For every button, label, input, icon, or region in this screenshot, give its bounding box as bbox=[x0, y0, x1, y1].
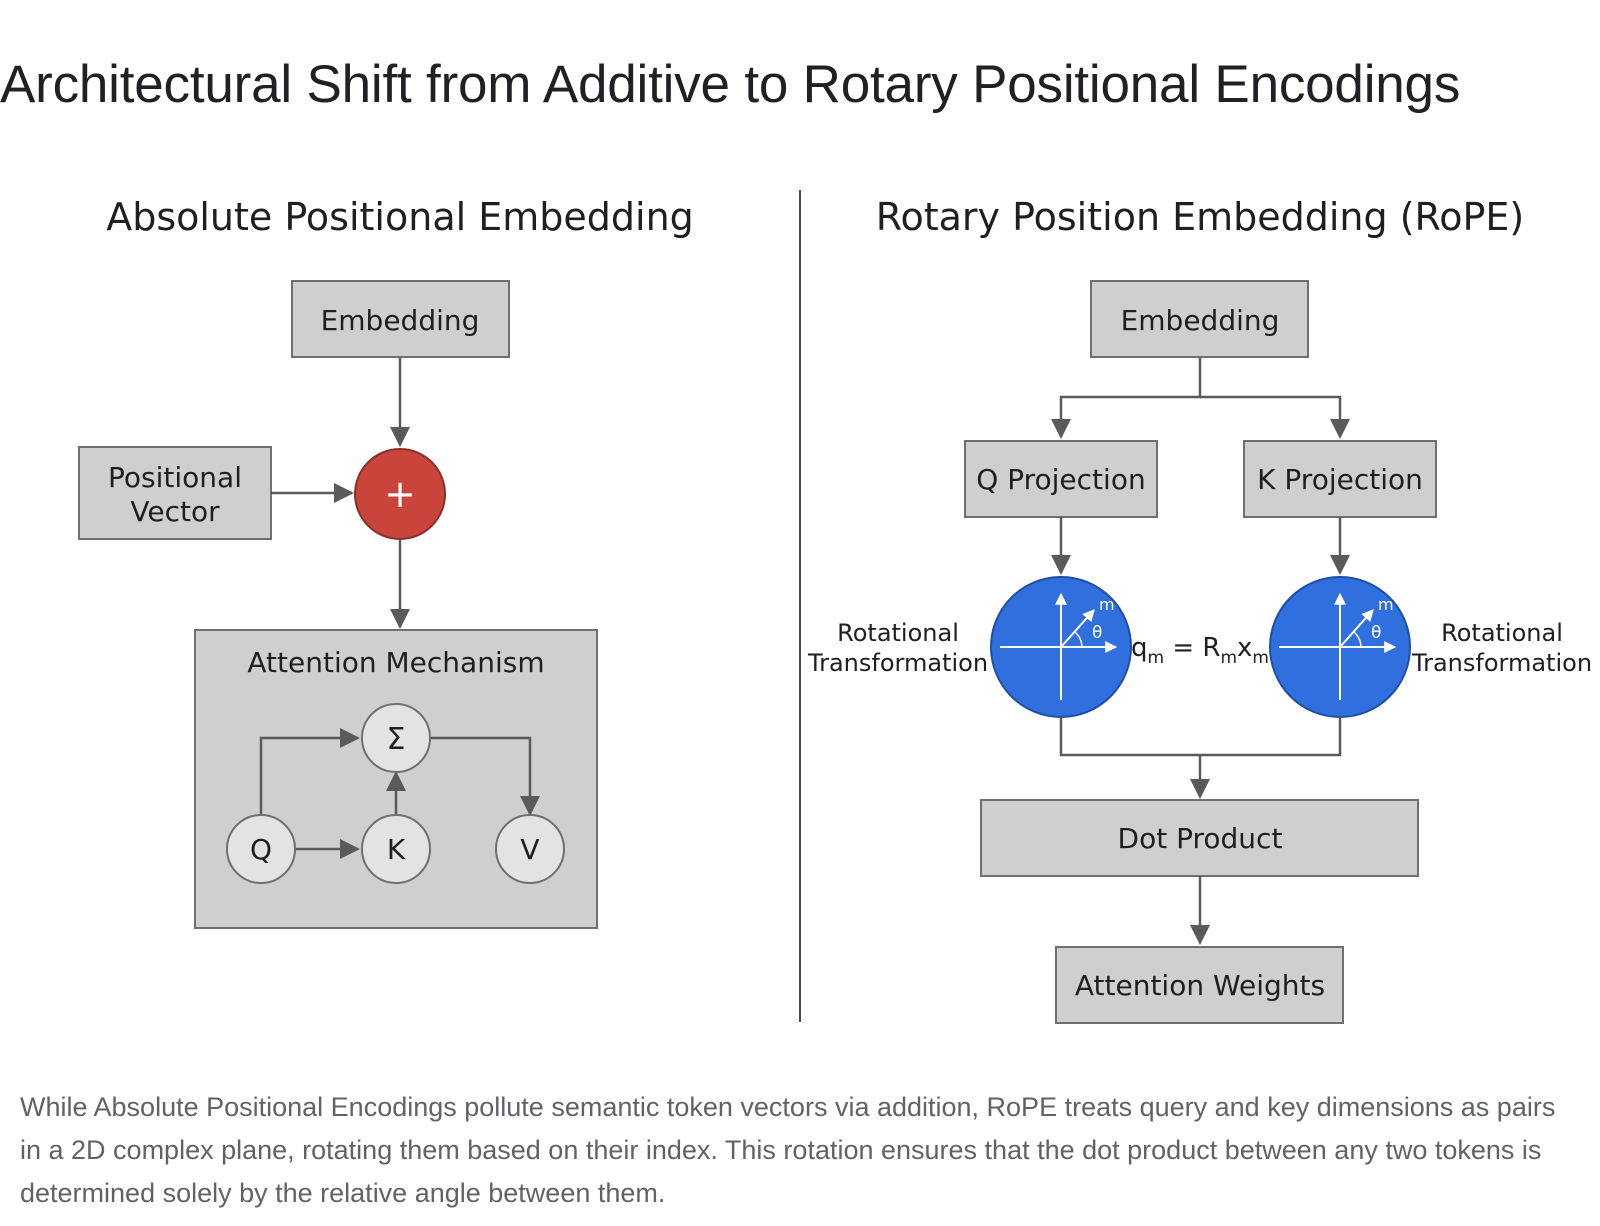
add-node: + bbox=[354, 448, 446, 540]
q-rotation-m-label: m bbox=[1099, 595, 1115, 614]
q-projection-box: Q Projection bbox=[964, 440, 1158, 518]
sum-symbol: Σ bbox=[387, 722, 406, 757]
right-panel: Rotary Position Embedding (RoPE) Embeddi… bbox=[807, 195, 1592, 1024]
add-symbol: + bbox=[384, 472, 416, 516]
k-rotation-m-label: m bbox=[1378, 595, 1394, 614]
diagram: Absolute Positional Embedding Embedding … bbox=[78, 190, 1592, 1024]
connector-merge-to-dot-product bbox=[1059, 717, 1342, 757]
q-node: Q bbox=[226, 814, 296, 884]
positional-vector-label-line1: Positional bbox=[108, 461, 242, 494]
right-embedding-box: Embedding bbox=[1090, 280, 1309, 358]
q-node-label: Q bbox=[250, 833, 272, 866]
k-projection-box: K Projection bbox=[1243, 440, 1437, 518]
k-rotation-circle: m θ bbox=[1269, 576, 1411, 718]
k-projection-label: K Projection bbox=[1257, 463, 1423, 496]
right-rotational-label-line1: Rotational bbox=[1441, 619, 1563, 647]
page-title: Architectural Shift from Additive to Rot… bbox=[0, 55, 1461, 114]
k-rotation-theta-label: θ bbox=[1371, 623, 1381, 643]
q-rotation-circle: m θ bbox=[990, 576, 1132, 718]
right-panel-heading: Rotary Position Embedding (RoPE) bbox=[876, 195, 1525, 239]
dot-product-label: Dot Product bbox=[1118, 822, 1283, 855]
arrow-q-to-sum bbox=[259, 728, 360, 814]
v-node: V bbox=[495, 814, 565, 884]
q-projection-label: Q Projection bbox=[976, 463, 1145, 496]
positional-vector-label-line2: Vector bbox=[130, 495, 220, 528]
positional-vector-box: Positional Vector bbox=[78, 446, 272, 540]
attention-weights-label: Attention Weights bbox=[1075, 969, 1325, 1002]
connector-embedding-branch-right bbox=[1200, 395, 1350, 439]
attention-weights-box: Attention Weights bbox=[1055, 946, 1344, 1024]
sum-node: Σ bbox=[361, 703, 431, 773]
attention-mechanism-box: Attention Mechanism Σ Q K V bbox=[194, 629, 598, 929]
caption: While Absolute Positional Encodings poll… bbox=[20, 1092, 1556, 1208]
left-rotational-label-line2: Transformation bbox=[807, 649, 988, 677]
q-rotation-theta-label: θ bbox=[1092, 623, 1102, 643]
arrow-sum-to-v bbox=[430, 736, 540, 816]
dot-product-box: Dot Product bbox=[980, 799, 1419, 877]
connector-embedding-branch bbox=[1051, 357, 1202, 439]
right-rotational-label-line2: Transformation bbox=[1411, 649, 1592, 677]
rotation-formula: qm = Rmxm bbox=[1131, 633, 1269, 668]
left-embedding-label: Embedding bbox=[321, 304, 480, 337]
left-panel-heading: Absolute Positional Embedding bbox=[106, 195, 694, 239]
left-rotational-label-line1: Rotational bbox=[837, 619, 959, 647]
k-node-label: K bbox=[387, 833, 406, 866]
right-embedding-label: Embedding bbox=[1121, 304, 1280, 337]
left-panel: Absolute Positional Embedding Embedding … bbox=[78, 195, 694, 929]
left-embedding-box: Embedding bbox=[291, 280, 510, 358]
attention-mechanism-label: Attention Mechanism bbox=[247, 646, 544, 679]
v-node-label: V bbox=[520, 833, 539, 866]
k-node: K bbox=[361, 814, 431, 884]
